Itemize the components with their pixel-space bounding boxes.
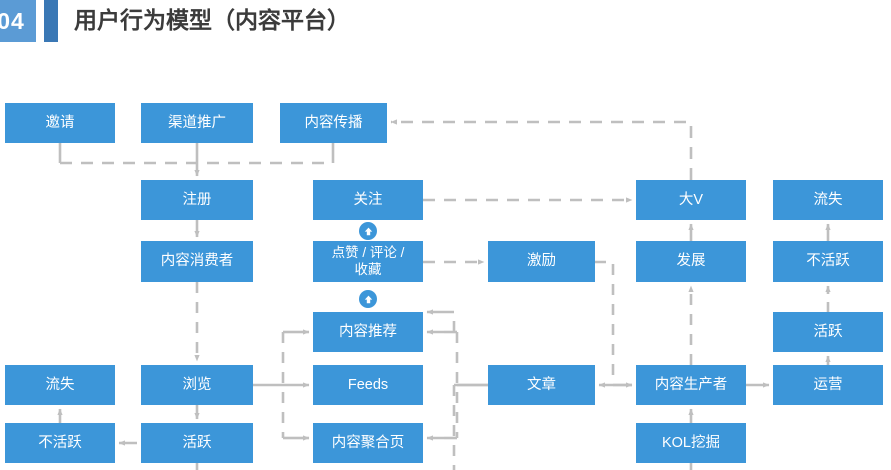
node-growth[interactable]: 发展	[636, 241, 746, 282]
circle-up-arrow-icon	[359, 290, 377, 308]
node-feeds[interactable]: Feeds	[313, 365, 423, 405]
node-incentive[interactable]: 激励	[488, 241, 595, 282]
node-churn-left[interactable]: 流失	[5, 365, 115, 405]
node-inactive-left[interactable]: 不活跃	[5, 423, 115, 463]
node-content-recommend[interactable]: 内容推荐	[313, 312, 423, 352]
node-browse[interactable]: 浏览	[141, 365, 253, 405]
node-active-right[interactable]: 活跃	[773, 312, 883, 352]
page-title: 用户行为模型（内容平台）	[74, 7, 350, 33]
node-active-left[interactable]: 活跃	[141, 423, 253, 463]
node-like-comment-favorite[interactable]: 点赞 / 评论 / 收藏	[313, 241, 423, 282]
node-kol-mining[interactable]: KOL挖掘	[636, 423, 746, 463]
slide-header: 04 用户行为模型（内容平台）	[0, 0, 891, 58]
circle-up-arrow-icon	[359, 222, 377, 240]
node-follow[interactable]: 关注	[313, 180, 423, 220]
section-number-badge: 04	[0, 0, 36, 42]
node-register[interactable]: 注册	[141, 180, 253, 220]
node-content-producer[interactable]: 内容生产者	[636, 365, 746, 405]
node-article[interactable]: 文章	[488, 365, 595, 405]
node-content-aggregate[interactable]: 内容聚合页	[313, 423, 423, 463]
node-content-consumer[interactable]: 内容消费者	[141, 241, 253, 282]
node-operation[interactable]: 运营	[773, 365, 883, 405]
edge-incentive-to-producer-elbow	[595, 260, 615, 385]
node-channel-promotion[interactable]: 渠道推广	[141, 103, 253, 143]
node-churn-right[interactable]: 流失	[773, 180, 883, 220]
node-invite[interactable]: 邀请	[5, 103, 115, 143]
edge-bigv-to-content-spread	[390, 119, 693, 180]
node-big-v[interactable]: 大V	[636, 180, 746, 220]
node-content-spread[interactable]: 内容传播	[280, 103, 387, 143]
title-accent-bar	[44, 0, 58, 42]
node-inactive-right[interactable]: 不活跃	[773, 241, 883, 282]
